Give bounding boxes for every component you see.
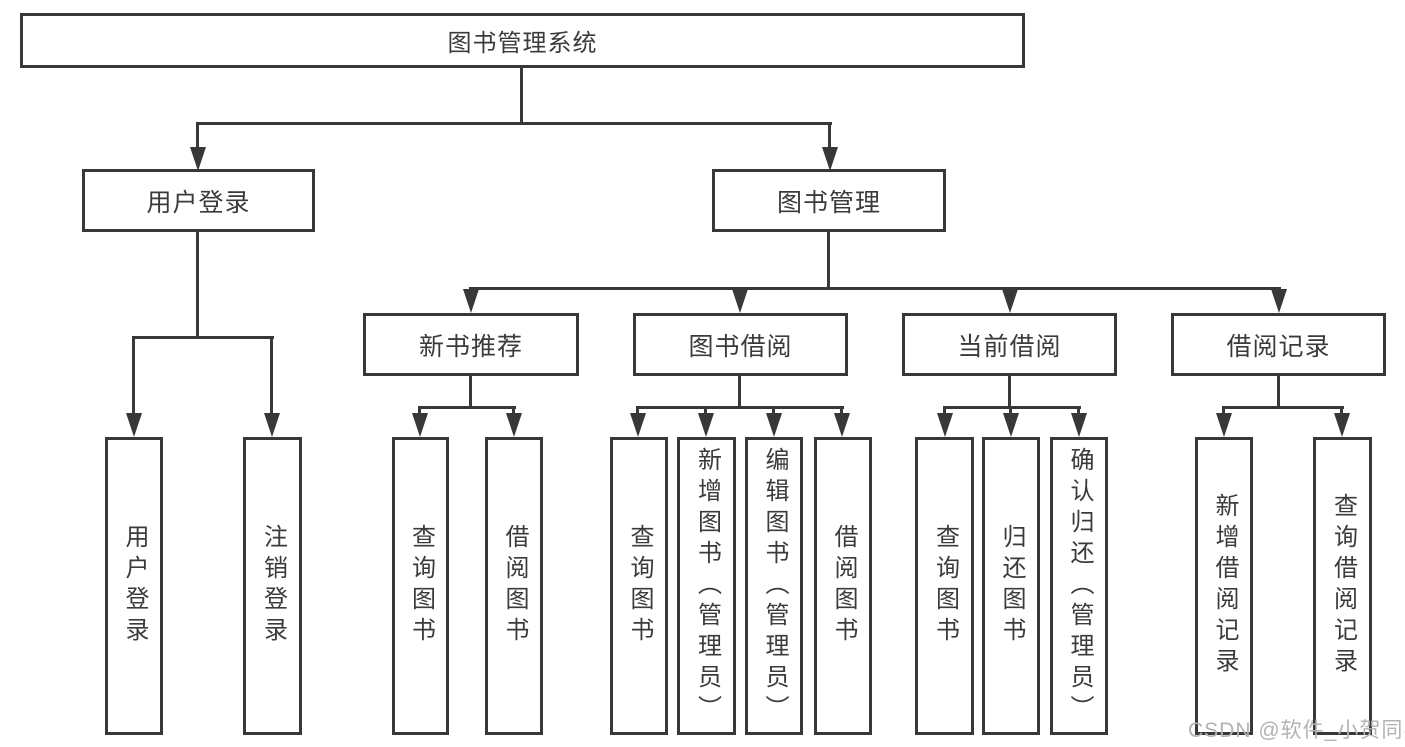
leaf-edit-books-admin-label: 编辑图书（管理员） <box>761 446 788 726</box>
edge-to-leaf-logout <box>270 336 273 417</box>
arrow-down-icon <box>1334 413 1350 437</box>
arrow-down-icon <box>412 413 428 437</box>
edge-to-user-login <box>196 122 199 151</box>
edge-current-bus <box>943 406 1081 409</box>
leaf-borrow-books-recommend-label: 借阅图书 <box>501 524 528 648</box>
arrow-down-icon <box>822 147 838 171</box>
arrow-down-icon <box>463 289 479 313</box>
arrow-down-icon <box>1003 413 1019 437</box>
node-root-title: 图书管理系统 <box>20 13 1025 68</box>
node-borrowing-records: 借阅记录 <box>1171 313 1386 376</box>
arrow-down-icon <box>766 413 782 437</box>
edge-records-stem <box>1277 376 1280 406</box>
edge-borrowing-bus <box>636 406 844 409</box>
arrow-down-icon <box>1071 413 1087 437</box>
edge-book-management-bus <box>469 287 1281 290</box>
edge-leaf-shaft <box>1340 406 1343 417</box>
leaf-add-borrow-record: 新增借阅记录 <box>1195 437 1253 735</box>
leaf-edit-books-admin: 编辑图书（管理员） <box>745 437 803 735</box>
node-user-login: 用户登录 <box>82 169 315 232</box>
arrow-down-icon <box>732 289 748 313</box>
edge-root-stem <box>520 68 523 122</box>
edge-records-bus <box>1222 406 1344 409</box>
arrow-down-icon <box>264 413 280 437</box>
leaf-borrow-books-recommend: 借阅图书 <box>485 437 543 735</box>
edge-to-book-management <box>828 122 831 151</box>
leaf-user-login-label: 用户登录 <box>121 524 148 648</box>
edge-leaf-shaft <box>418 406 421 417</box>
leaf-query-books-borrowing: 查询图书 <box>610 437 668 735</box>
arrow-down-icon <box>126 413 142 437</box>
node-new-book-recommend: 新书推荐 <box>363 313 579 376</box>
edge-user-login-stem <box>196 232 199 336</box>
edge-user-login-bus <box>132 336 274 339</box>
leaf-logout-login-label: 注销登录 <box>259 524 287 648</box>
edge-leaf-shaft <box>704 406 707 417</box>
node-current-borrowing: 当前借阅 <box>902 313 1117 376</box>
edge-to-leaf-user-login <box>132 336 135 417</box>
leaf-query-books-recommend-label: 查询图书 <box>407 524 435 648</box>
arrow-down-icon <box>834 413 850 437</box>
edge-leaf-shaft <box>840 406 843 417</box>
leaf-query-borrow-record: 查询借阅记录 <box>1313 437 1372 735</box>
node-book-management: 图书管理 <box>712 169 946 232</box>
leaf-add-books-admin: 新增图书（管理员） <box>677 437 736 735</box>
arrow-down-icon <box>630 413 646 437</box>
leaf-query-books-borrowing-label: 查询图书 <box>626 524 653 648</box>
leaf-return-books-label: 归还图书 <box>998 524 1025 648</box>
leaf-query-books-current: 查询图书 <box>915 437 974 735</box>
edge-new-book-stem <box>469 376 472 406</box>
edge-new-book-bus <box>418 406 516 409</box>
arrow-down-icon <box>1002 289 1018 313</box>
arrow-down-icon <box>1216 413 1232 437</box>
edge-root-bus <box>196 122 832 125</box>
csdn-watermark: CSDN @软件_小贺同学 <box>1188 719 1405 742</box>
leaf-query-borrow-record-label: 查询借阅记录 <box>1329 493 1357 679</box>
leaf-query-books-current-label: 查询图书 <box>931 524 959 648</box>
edge-leaf-shaft <box>772 406 775 417</box>
arrow-down-icon <box>506 413 522 437</box>
edge-leaf-shaft <box>1222 406 1225 417</box>
leaf-return-books: 归还图书 <box>982 437 1040 735</box>
edge-leaf-shaft <box>512 406 515 417</box>
edge-leaf-shaft <box>1009 406 1012 417</box>
edge-leaf-shaft <box>943 406 946 417</box>
arrow-down-icon <box>698 413 714 437</box>
edge-current-stem <box>1008 376 1011 406</box>
leaf-add-borrow-record-label: 新增借阅记录 <box>1211 493 1238 679</box>
arrow-down-icon <box>937 413 953 437</box>
leaf-logout-login: 注销登录 <box>243 437 302 735</box>
edge-leaf-shaft <box>1077 406 1080 417</box>
edge-leaf-shaft <box>636 406 639 417</box>
arrow-down-icon <box>1271 289 1287 313</box>
leaf-user-login: 用户登录 <box>105 437 163 735</box>
leaf-query-books-recommend: 查询图书 <box>392 437 449 735</box>
leaf-borrow-books-borrowing: 借阅图书 <box>814 437 872 735</box>
edge-borrowing-stem <box>738 376 741 406</box>
edge-book-management-stem <box>827 232 830 287</box>
leaf-borrow-books-borrowing-label: 借阅图书 <box>830 524 857 648</box>
arrow-down-icon <box>190 147 206 171</box>
leaf-confirm-return-admin: 确认归还（管理员） <box>1050 437 1108 735</box>
leaf-confirm-return-admin-label: 确认归还（管理员） <box>1066 446 1093 726</box>
node-book-borrowing: 图书借阅 <box>633 313 848 376</box>
leaf-add-books-admin-label: 新增图书（管理员） <box>693 446 721 726</box>
